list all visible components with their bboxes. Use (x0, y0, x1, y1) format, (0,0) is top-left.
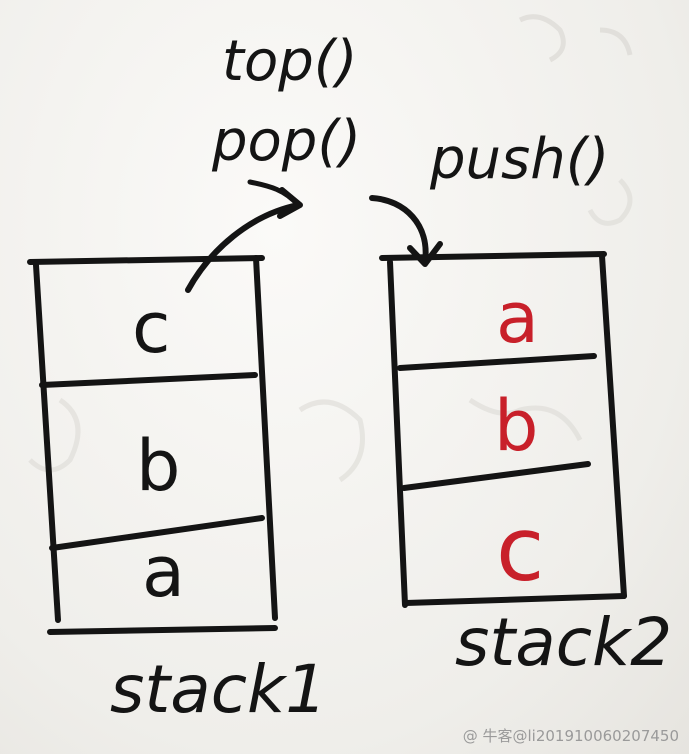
stack1-left-edge (33, 262, 61, 623)
stack2-top-edge (379, 251, 607, 261)
pop-arrow-curve (185, 202, 301, 293)
stack2-cell-top: a (496, 277, 539, 359)
push-arrow-head (407, 241, 443, 267)
stack1-top-edge (27, 255, 265, 265)
push-arrow-curve (369, 195, 429, 265)
top-label: top() (222, 29, 357, 94)
stack1-label: stack1 (110, 651, 327, 728)
pop-arrow-stroke (247, 179, 301, 208)
stack2-right-edge (599, 253, 627, 599)
stack1-cell-bottom: a (142, 531, 185, 613)
stack2-divider-1 (397, 353, 597, 371)
stack1-divider-2 (49, 515, 265, 551)
watermark: @ 牛客@li201910060207450 (462, 727, 679, 745)
stack2-cell-bottom: c (496, 498, 544, 601)
stack1-box (27, 255, 278, 635)
stack2-label: stack2 (455, 604, 672, 681)
pop-label: pop() (211, 109, 361, 174)
stack2-left-edge (387, 259, 408, 608)
push-label: push() (429, 127, 609, 192)
stack1-cell-top: c (132, 287, 171, 369)
stack1-right-edge (253, 255, 278, 621)
bleed-through-marks (28, 14, 633, 483)
stack2-cell-middle: b (494, 385, 538, 467)
stack2-bottom-edge (403, 593, 627, 606)
stack2-divider-2 (401, 461, 591, 491)
stack1-cell-middle: b (136, 425, 180, 507)
stack1-divider-1 (39, 372, 258, 388)
stack1-bottom-edge (47, 625, 278, 635)
stack2-box (379, 251, 627, 608)
